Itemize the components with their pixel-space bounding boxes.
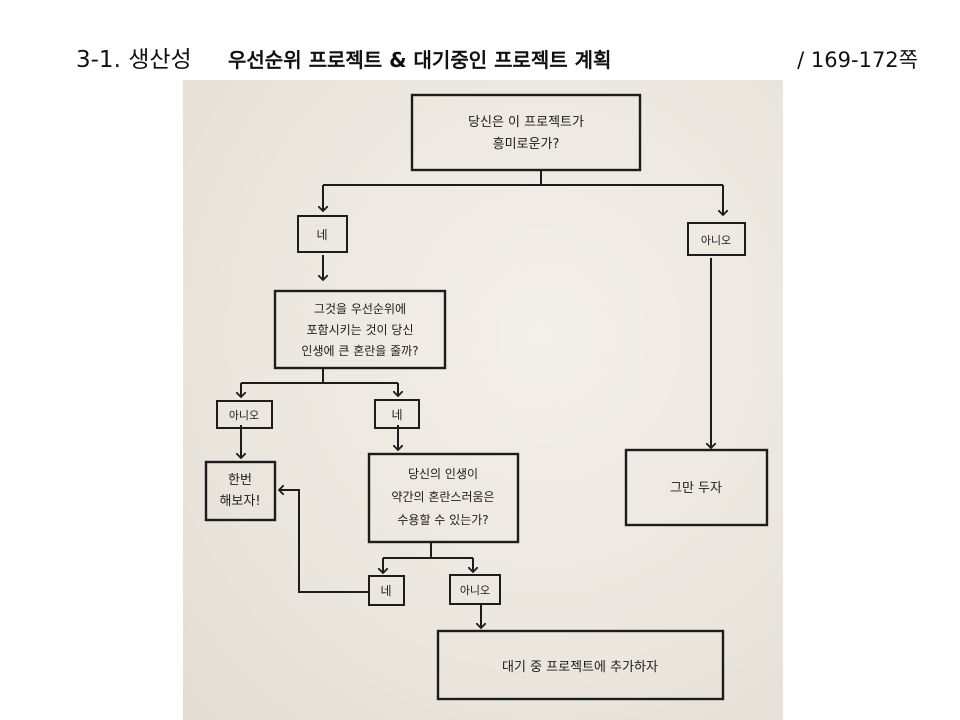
no-text-1: 아니오 — [701, 234, 731, 247]
add-to-waitlist-text: 대기 중 프로젝트에 추가하자 — [502, 660, 658, 675]
page-reference: / 169-172쪽 — [797, 48, 918, 72]
no-text-2: 아니오 — [229, 409, 259, 422]
stop-text: 그만 두자 — [670, 481, 722, 496]
no-label-3: 아니오 — [449, 574, 501, 605]
yes-label-3: 네 — [368, 575, 405, 606]
start-question-node: 당신은 이 프로젝트가 흥미로운가? — [410, 93, 642, 172]
chaos-question-line-2: 약간의 혼란스러움은 — [391, 489, 494, 504]
yes-text-3: 네 — [380, 584, 391, 598]
start-question-line-1: 당신은 이 프로젝트가 — [468, 115, 584, 130]
priority-question-node: 그것을 우선순위에 포함시키는 것이 당신 인생에 큰 혼란을 줄까? — [273, 289, 447, 370]
chaos-question-line-1: 당신의 인생이 — [408, 467, 478, 481]
no-label-1: 아니오 — [687, 222, 746, 256]
connectors — [241, 170, 723, 628]
yes-label-2: 네 — [374, 399, 420, 429]
add-to-waitlist-node: 대기 중 프로젝트에 추가하자 — [436, 629, 725, 701]
flowchart-photo: 당신은 이 프로젝트가 흥미로운가? 네 아니오 그것을 우선순위에 포함시키는… — [183, 80, 783, 720]
page-title: 우선순위 프로젝트 & 대기중인 프로젝트 계획 — [228, 48, 612, 72]
section-number: 3-1. 생산성 — [76, 47, 192, 73]
start-question-line-2: 흥미로운가? — [493, 137, 560, 152]
try-it-node: 한번 해보자! — [204, 460, 277, 522]
priority-question-line-1: 그것을 우선순위에 — [314, 302, 406, 316]
yes-text-2: 네 — [391, 408, 402, 422]
chaos-question-node: 당신의 인생이 약간의 혼란스러움은 수용할 수 있는가? — [367, 452, 520, 544]
try-it-line-2: 해보자! — [219, 494, 260, 509]
yes-text-1: 네 — [316, 228, 327, 242]
stop-node: 그만 두자 — [624, 448, 769, 527]
no-text-3: 아니오 — [460, 584, 490, 597]
flowchart: 당신은 이 프로젝트가 흥미로운가? 네 아니오 그것을 우선순위에 포함시키는… — [204, 93, 769, 701]
yes-label-1: 네 — [297, 215, 348, 253]
priority-question-line-3: 인생에 큰 혼란을 줄까? — [301, 344, 418, 358]
priority-question-line-2: 포함시키는 것이 당신 — [307, 323, 414, 337]
chaos-question-line-3: 수용할 수 있는가? — [397, 513, 488, 527]
no-label-2: 아니오 — [216, 400, 273, 429]
try-it-line-1: 한번 — [228, 473, 252, 488]
